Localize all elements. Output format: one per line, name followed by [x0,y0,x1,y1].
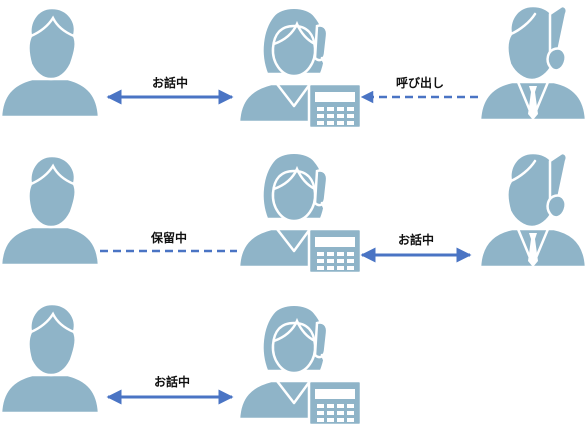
row-1-left-label: お話中 [151,76,189,90]
row-3-left-label: お話中 [153,375,191,389]
row-1-right-label: 呼び出し [395,76,445,90]
row-2-left-label: 保留中 [150,231,188,245]
operator-with-phone-icon [237,6,362,130]
row-1 [0,4,588,130]
operator-with-phone-icon [237,303,362,427]
customer-person-icon [0,6,100,119]
businessman-on-phone-icon [478,4,588,122]
row-2 [0,151,588,275]
operator-with-phone-icon [237,151,362,275]
row-2-right-label: お話中 [397,233,435,247]
row-3 [0,302,362,427]
customer-person-icon [0,302,100,415]
businessman-on-phone-icon [478,151,588,269]
customer-person-icon [0,154,100,267]
